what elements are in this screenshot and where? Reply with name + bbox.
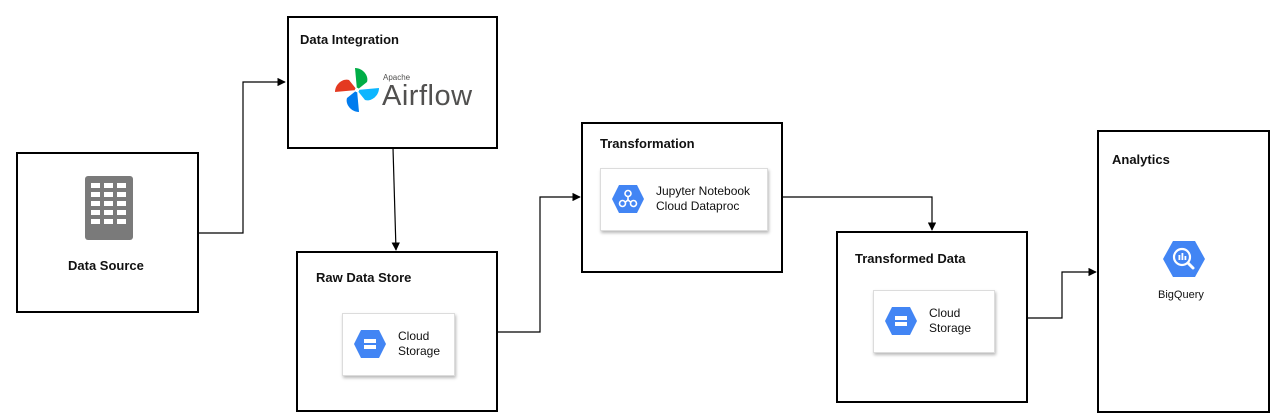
airflow-logo-apache: Apache — [383, 73, 411, 82]
raw-data-store-card-line1: Cloud — [398, 329, 430, 343]
transformation-card-line2: Cloud Dataproc — [656, 199, 740, 213]
data-source-node[interactable]: Data Source — [16, 152, 199, 313]
transformed-data-card-line2: Storage — [929, 321, 972, 335]
cloud-storage-icon — [885, 307, 917, 335]
arrow-transformation-to-transformed — [782, 196, 937, 231]
arrow-source-to-integration — [198, 77, 286, 234]
building-icon — [85, 176, 133, 240]
analytics-label: BigQuery — [1158, 289, 1204, 301]
raw-data-store-card[interactable]: Cloud Storage — [342, 313, 455, 376]
dataproc-icon — [612, 185, 644, 213]
raw-data-store-node[interactable]: Raw Data Store Cloud Storage — [296, 251, 498, 412]
transformation-card[interactable]: Jupyter Notebook Cloud Dataproc — [600, 168, 768, 231]
raw-data-store-card-line2: Storage — [398, 344, 441, 358]
airflow-pinwheel-icon — [335, 68, 379, 112]
bigquery-icon — [1163, 241, 1205, 277]
transformed-data-title: Transformed Data — [855, 251, 966, 266]
transformation-title: Transformation — [600, 136, 695, 151]
data-integration-title: Data Integration — [300, 32, 399, 47]
transformed-data-node[interactable]: Transformed Data Cloud Storage — [836, 231, 1028, 403]
cloud-storage-icon — [354, 330, 386, 358]
data-source-title: Data Source — [68, 258, 144, 273]
data-integration-node[interactable]: Data Integration Apache Airflow — [287, 16, 498, 149]
transformation-card-line1: Jupyter Notebook — [656, 184, 751, 198]
transformation-node[interactable]: Transformation Jupyter Notebook Cloud Da… — [581, 122, 783, 273]
analytics-node[interactable]: Analytics BigQuery — [1097, 130, 1270, 413]
arrow-raw-store-to-transformation — [497, 192, 581, 333]
arrow-integration-to-raw-store — [391, 147, 400, 251]
transformed-data-card-line1: Cloud — [929, 306, 961, 320]
airflow-logo-text: Airflow — [382, 80, 473, 112]
analytics-title: Analytics — [1112, 152, 1170, 167]
raw-data-store-title: Raw Data Store — [316, 270, 412, 285]
arrow-transformed-to-analytics — [1028, 267, 1097, 319]
transformed-data-card[interactable]: Cloud Storage — [873, 290, 995, 353]
